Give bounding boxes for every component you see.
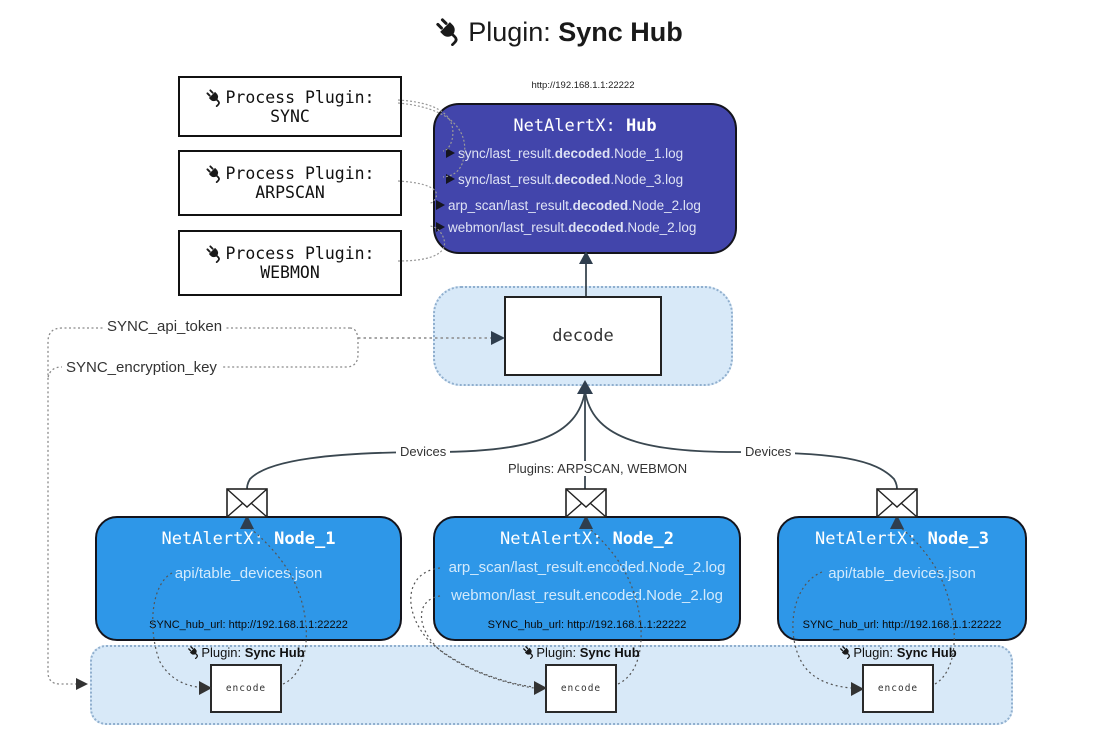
arrow-right-icon <box>436 200 445 210</box>
devices-label-left: Devices <box>396 444 451 459</box>
process-plugin-label: Process Plugin: <box>225 244 375 263</box>
envelope-icon <box>876 488 918 518</box>
encode-box-3: encode <box>862 664 934 713</box>
hub-title: NetAlertX: Hub <box>435 116 735 136</box>
plug-icon <box>205 244 224 263</box>
node2-files: arp_scan/last_result.encoded.Node_2.log … <box>435 554 739 610</box>
hub-box: NetAlertX: Hub sync/last_result.decoded.… <box>433 103 737 254</box>
hub-log-line: arp_scan/last_result.decoded.Node_2.log <box>435 194 735 216</box>
encode2-plugin-label: Plugin: Sync Hub <box>516 645 646 660</box>
node1-box: NetAlertX: Node_1 api/table_devices.json… <box>95 516 402 641</box>
node2-file: arp_scan/last_result.encoded.Node_2.log <box>448 559 726 576</box>
plug-icon <box>522 645 536 659</box>
hub-log-line: sync/last_result.decoded.Node_1.log <box>435 142 735 164</box>
node3-title: NetAlertX: Node_3 <box>814 529 989 549</box>
edge-devices-left <box>246 390 586 492</box>
process-plugin-name: ARPSCAN <box>255 183 325 202</box>
plug-icon <box>205 88 224 107</box>
hub-url-label: http://192.168.1.1:22222 <box>531 80 635 91</box>
edge-arpscan-to-line3 <box>397 180 437 204</box>
encode-box-2: encode <box>545 664 617 713</box>
hub-title-prefix: NetAlertX: <box>513 116 626 136</box>
hub-log-line: sync/last_result.decoded.Node_3.log <box>435 168 735 190</box>
process-plugin-label-row: Process Plugin: <box>205 87 375 107</box>
process-plugin-box-sync: Process Plugin: SYNC <box>178 76 402 137</box>
arrow-right-icon <box>76 678 88 690</box>
node1-file: api/table_devices.json <box>174 565 323 582</box>
process-plugin-box-arpscan: Process Plugin: ARPSCAN <box>178 150 402 216</box>
process-plugin-label: Process Plugin: <box>225 87 375 107</box>
arrow-right-icon <box>446 148 455 158</box>
node2-file: webmon/last_result.encoded.Node_2.log <box>451 587 723 604</box>
process-plugin-box-webmon: Process Plugin: WEBMON <box>178 230 402 296</box>
node2-title: NetAlertX: Node_2 <box>499 529 674 549</box>
arrow-right-icon <box>446 174 455 184</box>
plugins-edge-label: Plugins: ARPSCAN, WEBMON <box>504 461 692 476</box>
plug-icon <box>839 645 853 659</box>
plug-icon <box>187 645 201 659</box>
encode1-plugin-label: Plugin: Sync Hub <box>181 645 311 660</box>
plug-icon <box>205 164 224 183</box>
node2-hub-url: SYNC_hub_url: http://192.168.1.1:22222 <box>487 619 687 631</box>
arrow-right-icon <box>436 222 445 232</box>
node2-box: NetAlertX: Node_2 arp_scan/last_result.e… <box>433 516 741 641</box>
sync-encryption-key-label: SYNC_encryption_key <box>62 359 221 376</box>
page-title-bold: Sync Hub <box>558 17 683 47</box>
page-title-prefix: Plugin: <box>468 17 559 47</box>
sync-api-token-label: SYNC_api_token <box>103 318 227 335</box>
encode3-plugin-label: Plugin: Sync Hub <box>833 645 963 660</box>
decode-box: decode <box>504 296 662 376</box>
node3-box: NetAlertX: Node_3 api/table_devices.json… <box>777 516 1027 641</box>
node1-title: NetAlertX: Node_1 <box>161 529 336 549</box>
process-plugin-label-row: Process Plugin: <box>205 244 375 263</box>
encode-box-1: encode <box>210 664 282 713</box>
envelope-icon <box>226 488 268 518</box>
hub-title-bold: Hub <box>625 116 657 136</box>
devices-label-right: Devices <box>741 444 796 459</box>
process-plugin-name: SYNC <box>270 106 310 126</box>
process-plugin-label-row: Process Plugin: <box>205 164 375 183</box>
node3-hub-url: SYNC_hub_url: http://192.168.1.1:22222 <box>802 619 1002 631</box>
process-plugin-name: WEBMON <box>260 263 320 282</box>
node1-hub-url: SYNC_hub_url: http://192.168.1.1:22222 <box>149 619 348 631</box>
edge-devices-right <box>584 390 898 492</box>
envelope-icon <box>565 488 607 518</box>
hub-log-line: webmon/last_result.decoded.Node_2.log <box>435 216 735 238</box>
node3-file: api/table_devices.json <box>828 565 976 582</box>
process-plugin-label: Process Plugin: <box>225 164 375 183</box>
page-title: Plugin: Sync Hub <box>0 16 1117 48</box>
plug-icon <box>434 16 464 46</box>
